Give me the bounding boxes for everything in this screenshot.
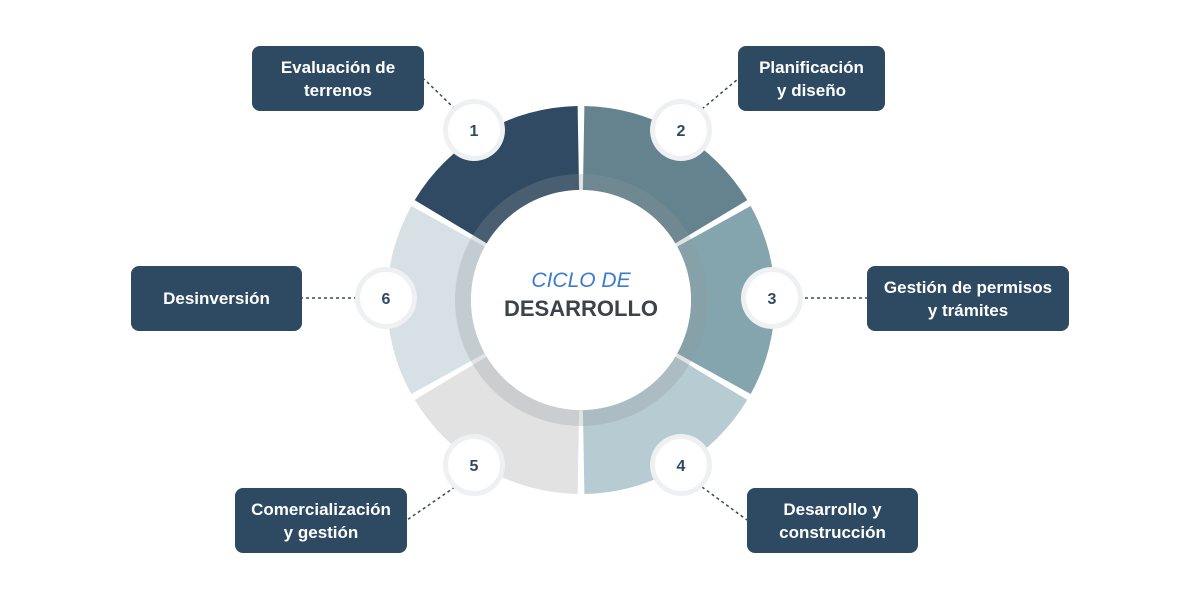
step-2-label-line2: y diseño (777, 80, 846, 100)
center-title-line2: DESARROLLO (504, 296, 658, 321)
cycle-segment-5 (414, 356, 580, 494)
step-5-label: Comercialización y gestión (235, 488, 407, 553)
step-4-badge: 4 (650, 434, 712, 496)
step-3-label: Gestión de permisos y trámites (867, 266, 1069, 331)
connector-line-2 (701, 78, 739, 110)
badge-circle (746, 272, 798, 324)
step-3-badge: 3 (741, 267, 803, 329)
step-6-label: Desinversión (131, 266, 302, 331)
step-5-badge: 5 (443, 434, 505, 496)
step-1-label-line2: terrenos (303, 80, 372, 100)
step-4-label-line2: construcción (779, 522, 886, 542)
cycle-center-title: CICLO DE DESARROLLO (470, 268, 692, 324)
step-6-badge: 6 (355, 267, 417, 329)
step-2-number: 2 (677, 123, 686, 140)
cycle-segment-6 (387, 205, 485, 395)
badge-circle (655, 439, 707, 491)
step-3-number: 3 (768, 291, 777, 308)
step-5-label-line2: y gestión (283, 522, 359, 542)
connector-line-1 (423, 78, 456, 110)
center-ring (455, 174, 707, 426)
step-4-label: Desarrollo y construcción (747, 488, 918, 553)
step-4-label-line1: Desarrollo y (783, 499, 882, 519)
step-1-badge: 1 (443, 99, 505, 161)
center-title-line1: CICLO DE (531, 269, 631, 292)
step-3-label-line1: Gestión de permisos (883, 277, 1053, 297)
badge-circle (448, 439, 500, 491)
step-1-label-line1: Evaluación de (280, 57, 396, 77)
step-1-number: 1 (470, 123, 479, 140)
step-2-label-line1: Planificación (759, 57, 864, 77)
cycle-segment-2 (582, 106, 748, 244)
step-3-label-line2: y trámites (927, 300, 1009, 320)
connector-line-5 (406, 486, 456, 521)
step-6-label-line1: Desinversión (163, 289, 270, 308)
cycle-segment-1 (414, 106, 580, 244)
step-4-number: 4 (677, 458, 686, 475)
step-5-label-line1: Comercialización (251, 499, 391, 519)
cycle-segment-3 (677, 205, 775, 395)
step-5-number: 5 (470, 458, 479, 475)
badge-circle (655, 104, 707, 156)
step-6-number: 6 (382, 291, 391, 308)
badge-circle (360, 272, 412, 324)
step-1-label: Evaluación de terrenos (252, 46, 424, 111)
center-disk (471, 190, 691, 410)
cycle-segment-4 (582, 356, 748, 494)
badge-circle (448, 104, 500, 156)
step-2-badge: 2 (650, 99, 712, 161)
connector-line-4 (701, 486, 748, 521)
step-2-label: Planificación y diseño (738, 46, 885, 111)
